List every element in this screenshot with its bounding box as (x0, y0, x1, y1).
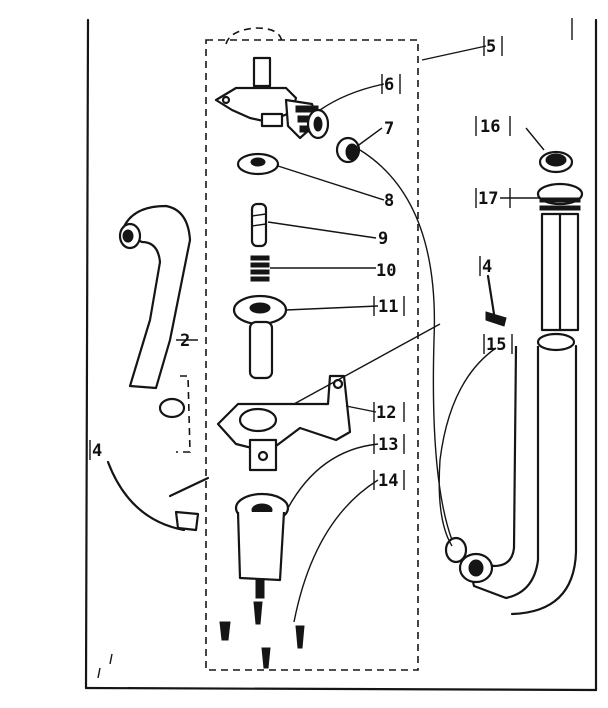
callout-4-right: 4 (482, 257, 492, 277)
callout-13: 13 (378, 435, 398, 455)
callout-9: 9 (378, 229, 388, 249)
part-9-pin (250, 202, 268, 248)
callout-14: 14 (378, 471, 398, 491)
part-4-clip-left (106, 460, 210, 532)
callout-10: 10 (376, 261, 396, 281)
part-2-hose (118, 204, 192, 453)
callout-4-left: 4 (92, 441, 102, 461)
outer-frame (84, 18, 598, 692)
part-8-washer (236, 152, 280, 176)
part-10-spring (250, 255, 270, 282)
part-6-valve-body (214, 56, 330, 140)
callout-17: 17 (478, 189, 498, 209)
assembly-dashed-box (205, 27, 419, 671)
callout-16: 16 (480, 117, 500, 137)
part-11-plunger (232, 294, 288, 380)
callout-2: 2 (180, 331, 190, 351)
callout-5: 5 (486, 37, 496, 57)
callout-15: 15 (486, 335, 506, 355)
part-13-solenoid (234, 492, 290, 599)
part-17-tube (444, 182, 584, 616)
part-4-screw-right (485, 274, 507, 327)
callout-brackets (89, 36, 513, 490)
callout-12: 12 (376, 403, 396, 423)
callout-8: 8 (384, 191, 394, 211)
leader-lines (176, 45, 545, 623)
screws (97, 601, 305, 679)
part-7-cap (335, 136, 361, 164)
callout-labels: 5 6 7 8 9 10 11 12 13 14 15 16 17 2 4 4 (92, 37, 506, 491)
part-16-cap (538, 150, 574, 174)
part-12-bracket (216, 374, 352, 472)
callout-7: 7 (384, 119, 394, 139)
callout-6: 6 (384, 75, 394, 95)
callout-11: 11 (378, 297, 398, 317)
